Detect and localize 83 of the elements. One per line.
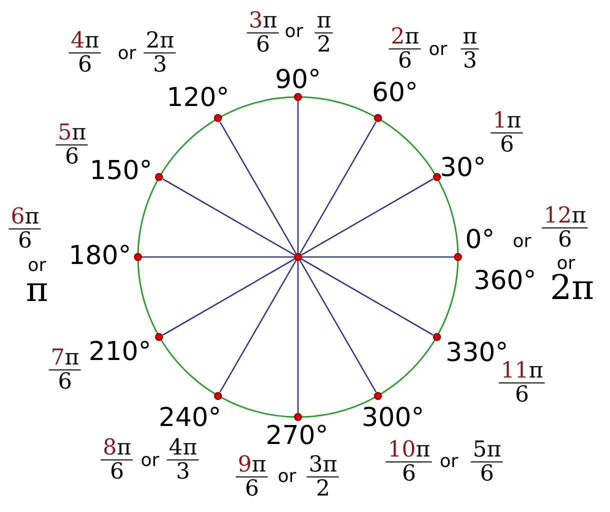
fraction-denominator: 3 bbox=[463, 50, 477, 73]
fraction-numerator: 9π bbox=[236, 453, 268, 478]
fraction-numerator: 4π bbox=[68, 29, 102, 54]
radius-line bbox=[297, 261, 299, 413]
point-dot bbox=[214, 114, 222, 122]
radius-line bbox=[297, 101, 299, 253]
fraction-denominator: 6 bbox=[398, 50, 412, 73]
or-label: or bbox=[278, 468, 296, 486]
fraction-numerator: 6π bbox=[8, 205, 42, 230]
fraction-numerator: 4π bbox=[166, 436, 200, 460]
radian-label: π bbox=[26, 273, 48, 307]
fraction-denominator: 6 bbox=[256, 34, 270, 57]
fraction-denominator: 6 bbox=[18, 230, 32, 253]
fraction-numerator: 2π bbox=[388, 25, 422, 50]
fraction-numerator: 2π bbox=[144, 29, 176, 54]
or-label: or bbox=[284, 23, 304, 41]
fraction-numerator: 10π bbox=[386, 438, 432, 462]
degree-label: 60° bbox=[372, 80, 418, 106]
degree-label: 360° bbox=[474, 268, 536, 294]
or-label: or bbox=[428, 41, 448, 59]
fraction-denominator: 6 bbox=[110, 460, 124, 484]
degree-label: 210° bbox=[88, 339, 152, 365]
fraction-denominator: 6 bbox=[500, 134, 514, 157]
point-dot bbox=[374, 114, 382, 122]
degree-label: 240° bbox=[158, 405, 222, 431]
fraction-denominator: 6 bbox=[515, 384, 529, 407]
fraction-denominator: 6 bbox=[480, 462, 494, 486]
fraction-denominator: 6 bbox=[78, 54, 92, 77]
fraction-denominator: 2 bbox=[317, 34, 331, 57]
point-dot bbox=[155, 173, 164, 181]
fraction-denominator: 6 bbox=[245, 478, 259, 501]
degree-label: 270° bbox=[266, 423, 328, 449]
radian-label: 2π bbox=[550, 271, 594, 305]
radius-line bbox=[299, 260, 377, 392]
fraction-denominator: 6 bbox=[65, 146, 79, 169]
point-dot bbox=[214, 392, 222, 400]
degree-label: 120° bbox=[166, 85, 230, 111]
radius-line bbox=[302, 256, 454, 258]
or-label: or bbox=[512, 233, 532, 251]
fraction-denominator: 2 bbox=[316, 478, 330, 501]
fraction-numerator: 8π bbox=[100, 436, 134, 460]
radius-line bbox=[301, 258, 434, 336]
fraction-numerator: 5π bbox=[56, 121, 88, 146]
radius-line bbox=[162, 258, 295, 336]
degree-label: 150° bbox=[90, 158, 152, 184]
or-label: or bbox=[118, 45, 136, 63]
or-label: or bbox=[28, 257, 46, 275]
degree-label: 180° bbox=[68, 243, 132, 269]
fraction-denominator: 3 bbox=[153, 54, 167, 77]
point-dot bbox=[294, 253, 302, 261]
fraction-numerator: π bbox=[460, 25, 480, 50]
point-dot bbox=[294, 413, 302, 421]
point-dot bbox=[294, 93, 302, 101]
point-dot bbox=[134, 253, 142, 261]
radius-line bbox=[219, 260, 297, 392]
point-dot bbox=[432, 173, 441, 181]
point-dot bbox=[155, 333, 164, 341]
fraction-numerator: 7π bbox=[48, 346, 82, 370]
radius-line bbox=[142, 256, 294, 258]
degree-label: 300° bbox=[362, 405, 424, 431]
fraction-numerator: 5π bbox=[470, 438, 504, 462]
degree-label: 90° bbox=[274, 67, 322, 93]
fraction-numerator: 12π bbox=[542, 204, 588, 228]
degree-label: 0° bbox=[465, 227, 495, 253]
radius-line bbox=[301, 178, 434, 256]
point-dot bbox=[432, 333, 441, 341]
radius-line bbox=[299, 122, 377, 254]
point-dot bbox=[374, 392, 382, 400]
or-label: or bbox=[556, 255, 576, 273]
fraction-numerator: 1π bbox=[490, 109, 524, 134]
fraction-denominator: 3 bbox=[176, 460, 190, 484]
fraction-numerator: π bbox=[314, 9, 334, 34]
fraction-denominator: 6 bbox=[58, 370, 72, 394]
fraction-denominator: 6 bbox=[558, 228, 572, 252]
radius-line bbox=[162, 178, 295, 256]
radius-line bbox=[219, 122, 297, 254]
fraction-numerator: 3π bbox=[246, 9, 280, 34]
or-label: or bbox=[140, 452, 160, 470]
fraction-numerator: 3π bbox=[306, 453, 340, 478]
point-dot bbox=[454, 253, 462, 261]
degree-label: 30° bbox=[440, 155, 486, 181]
fraction-denominator: 6 bbox=[402, 462, 416, 486]
or-label: or bbox=[440, 453, 458, 471]
